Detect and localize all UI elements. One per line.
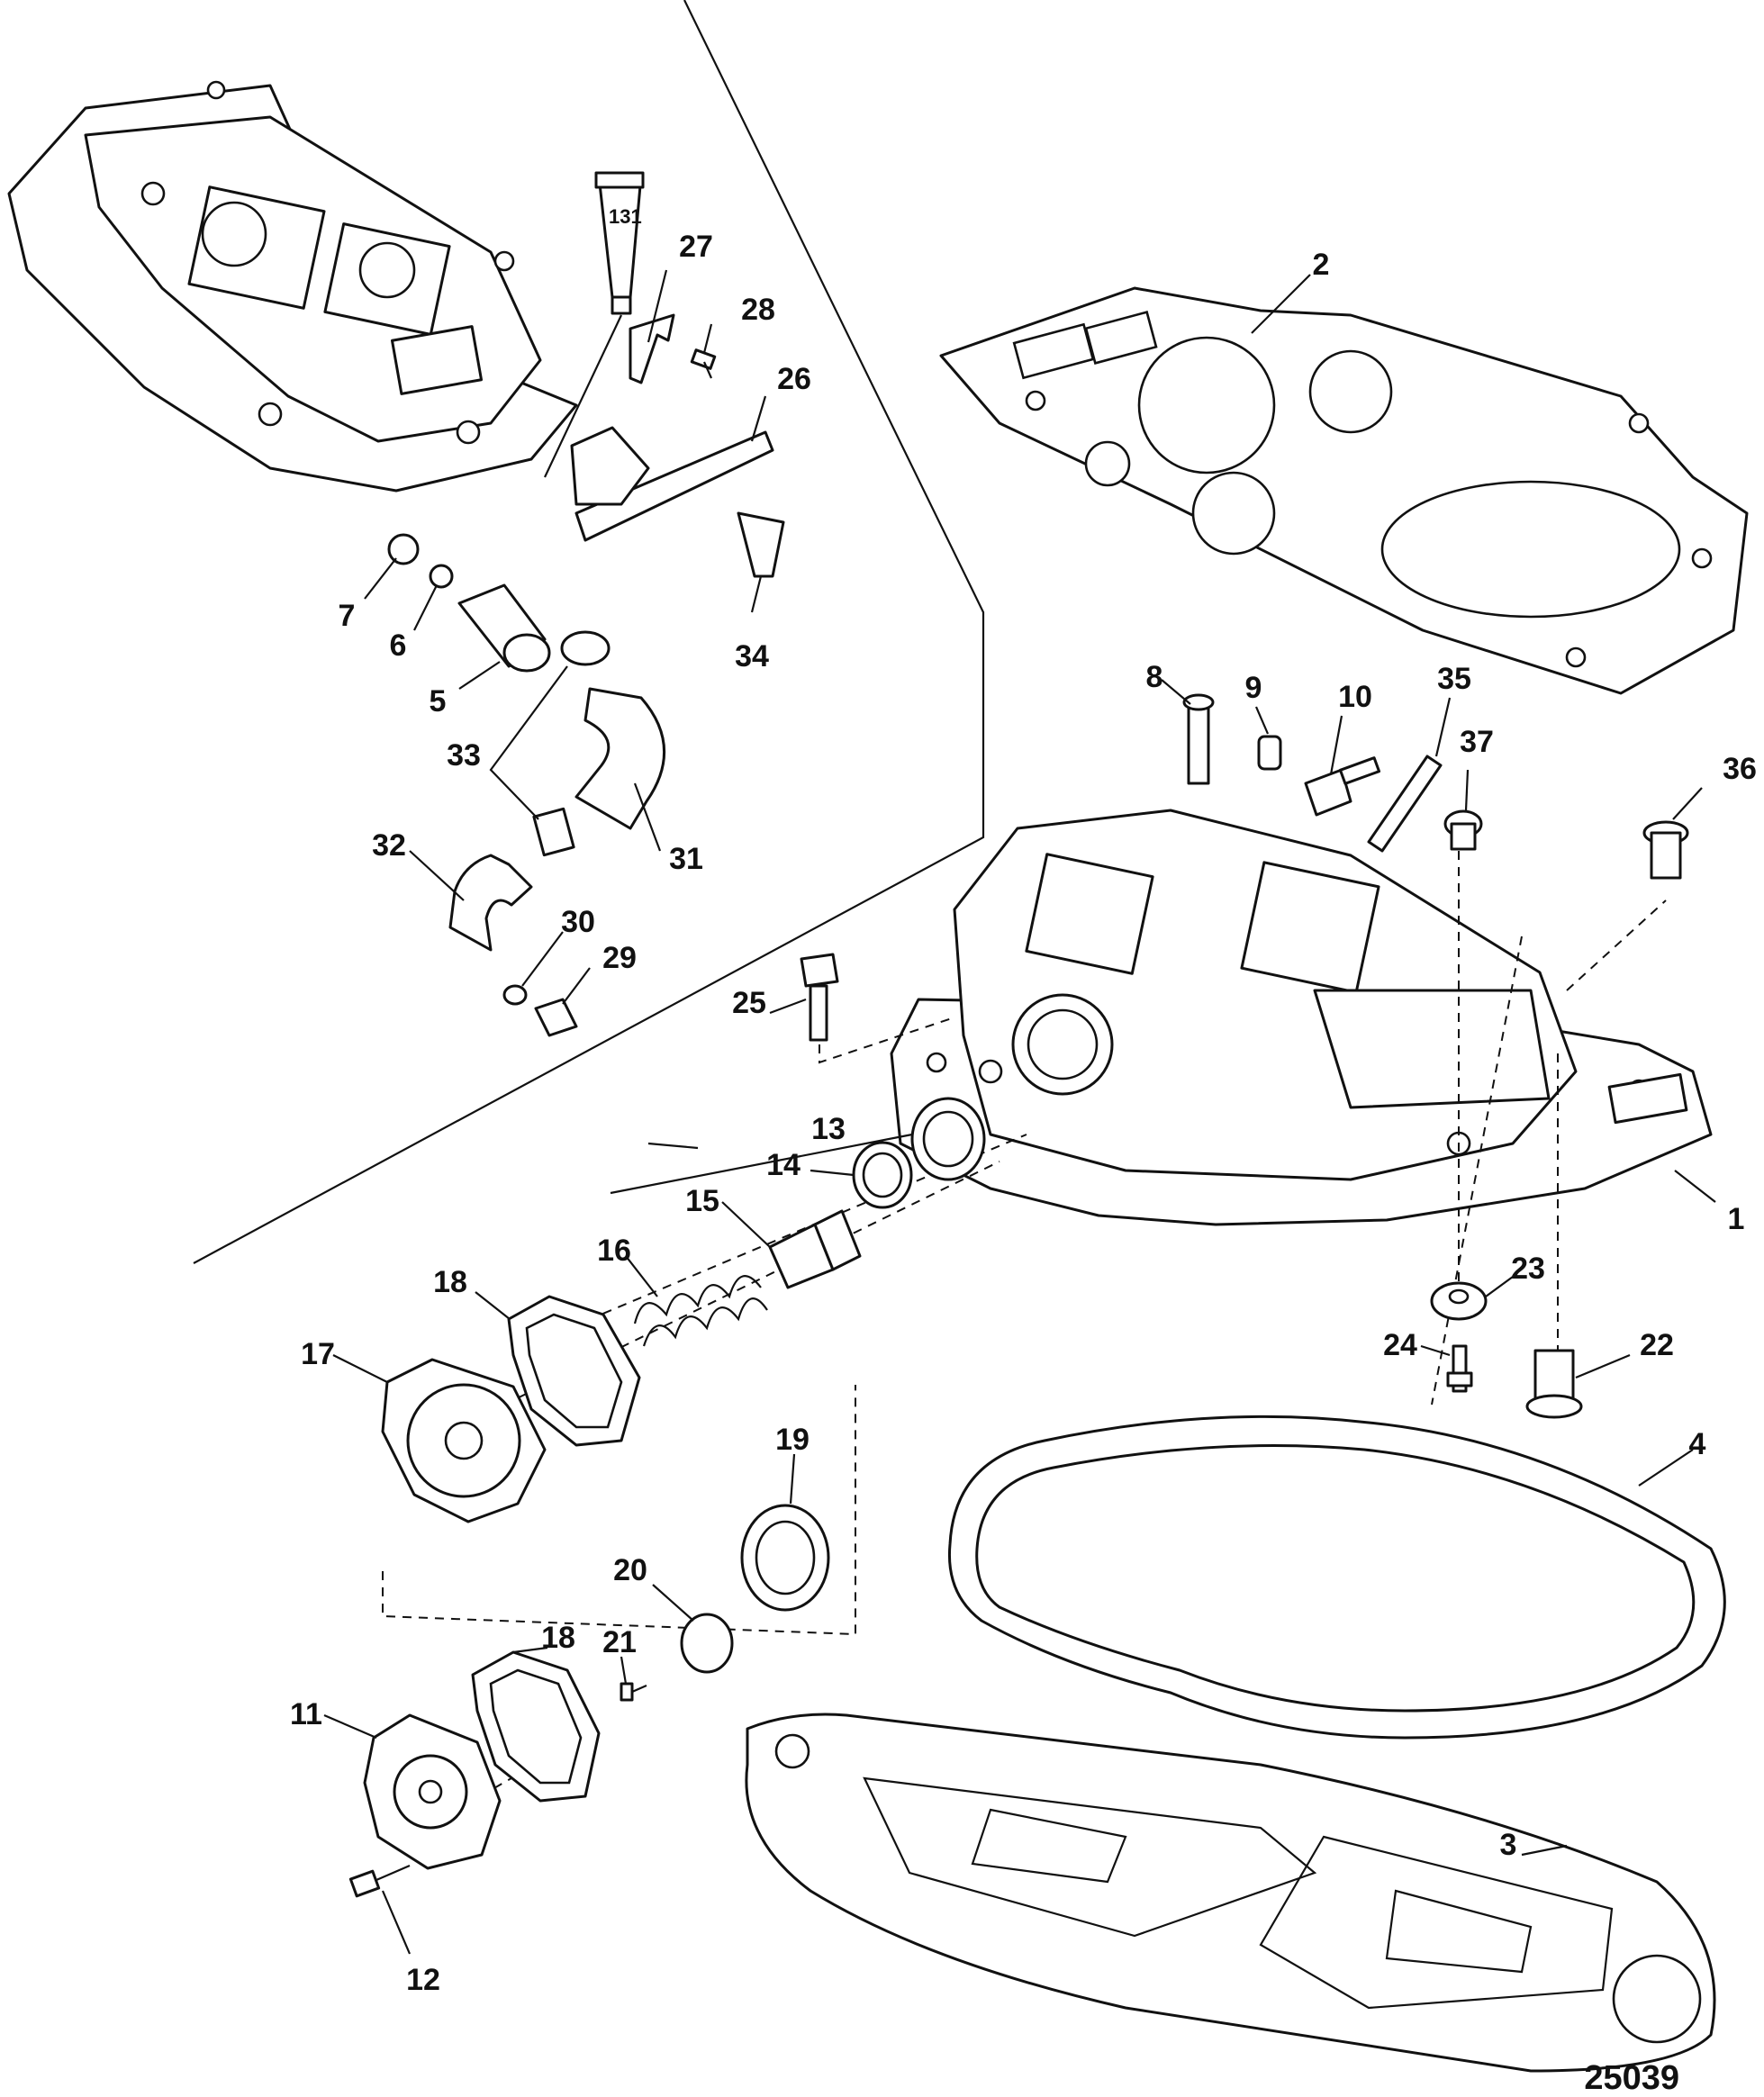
callout-1: 1 — [1728, 1202, 1745, 1236]
callout-32: 32 — [372, 828, 406, 863]
callout-29: 29 — [602, 941, 637, 975]
part-9 — [1257, 735, 1282, 771]
part-28-screw — [690, 348, 717, 379]
sealant-tube: 131 — [594, 171, 645, 315]
callout-12: 12 — [406, 1963, 440, 1997]
callout-13: 13 — [811, 1112, 846, 1146]
callout-33: 33 — [447, 738, 481, 773]
part-11-cover — [363, 1713, 502, 1870]
inset-adaptor-plate — [7, 80, 578, 493]
part-37-plug — [1443, 809, 1483, 851]
part-21-screw — [620, 1682, 647, 1702]
callout-4: 4 — [1689, 1427, 1706, 1461]
part-5-fitting — [457, 583, 551, 673]
part-23-plug — [1430, 1281, 1488, 1321]
part-19-diaphragm — [740, 1504, 830, 1612]
callout-9: 9 — [1245, 671, 1262, 705]
callout-8: 8 — [1146, 660, 1163, 694]
sealant-tube-label: 131 — [609, 205, 642, 228]
part-32-elbow — [448, 854, 533, 952]
inset-boundary — [193, 0, 985, 1264]
callout-14: 14 — [766, 1148, 801, 1182]
part-4-seal — [947, 1415, 1726, 1740]
callout-36: 36 — [1723, 752, 1757, 786]
part-33-clamp-top — [560, 630, 611, 666]
callout-7: 7 — [339, 599, 356, 633]
callout-5: 5 — [430, 684, 447, 719]
part-6-oring — [429, 564, 454, 589]
part-12-bolt — [348, 1864, 411, 1898]
part-7 — [387, 533, 420, 565]
part-24-fitting — [1446, 1344, 1473, 1393]
part-33-clamp-bottom — [532, 807, 575, 857]
callout-17: 17 — [301, 1337, 335, 1371]
part-36-sleeve — [1642, 820, 1689, 880]
kit-box — [382, 1385, 856, 1636]
part-26-cover — [574, 430, 774, 542]
callout-11: 11 — [290, 1697, 322, 1731]
callout-30: 30 — [561, 905, 595, 939]
figure-number: 25039 — [1584, 2059, 1679, 2097]
callout-18-upper: 18 — [433, 1265, 467, 1299]
part-17-cover — [381, 1358, 547, 1523]
part-15-valve — [768, 1209, 862, 1289]
callout-26: 26 — [777, 362, 811, 396]
callout-16: 16 — [597, 1234, 631, 1268]
callout-20: 20 — [613, 1553, 647, 1587]
part-18-gasket-lower — [471, 1650, 601, 1803]
callout-3: 3 — [1500, 1828, 1517, 1862]
part-10-fitting — [1304, 756, 1381, 817]
callout-18-lower: 18 — [541, 1621, 575, 1655]
callout-19: 19 — [775, 1423, 810, 1457]
callout-24: 24 — [1383, 1328, 1417, 1362]
callout-37: 37 — [1460, 725, 1494, 759]
callout-labels: 1 2 3 4 5 6 7 8 9 10 11 12 13 14 15 16 1… — [290, 230, 1757, 1997]
callout-35: 35 — [1437, 662, 1471, 696]
part-2-gasket — [939, 286, 1749, 695]
part-34 — [737, 511, 785, 578]
part-27-clip — [629, 313, 675, 384]
callout-10: 10 — [1338, 680, 1372, 714]
part-22-sleeve — [1525, 1349, 1583, 1419]
part-1-adaptor-plate — [890, 809, 1713, 1226]
callout-23: 23 — [1511, 1252, 1545, 1286]
part-31-hose — [574, 687, 665, 830]
callout-28: 28 — [741, 293, 775, 327]
callout-31: 31 — [669, 842, 703, 876]
callout-2: 2 — [1313, 248, 1330, 282]
callout-34: 34 — [735, 639, 769, 673]
callout-27: 27 — [679, 230, 713, 264]
part-8-sleeve — [1182, 693, 1215, 785]
part-29 — [534, 998, 578, 1037]
part-20-disc — [680, 1613, 734, 1674]
part-30-oring — [502, 984, 528, 1006]
callout-15: 15 — [685, 1184, 719, 1218]
callout-22: 22 — [1640, 1328, 1674, 1362]
callout-6: 6 — [390, 628, 407, 663]
part-25-bolt — [800, 953, 839, 1042]
part-3-gasket — [745, 1713, 1716, 2073]
part-18-gasket-upper — [507, 1295, 641, 1447]
part-16-spring — [633, 1275, 768, 1347]
callout-21: 21 — [602, 1625, 637, 1659]
callout-25: 25 — [732, 986, 766, 1020]
part-35-stud — [1367, 755, 1443, 853]
part-14-seal — [852, 1141, 913, 1209]
part-13-seal — [910, 1097, 986, 1181]
leader-lines — [323, 269, 1716, 1955]
